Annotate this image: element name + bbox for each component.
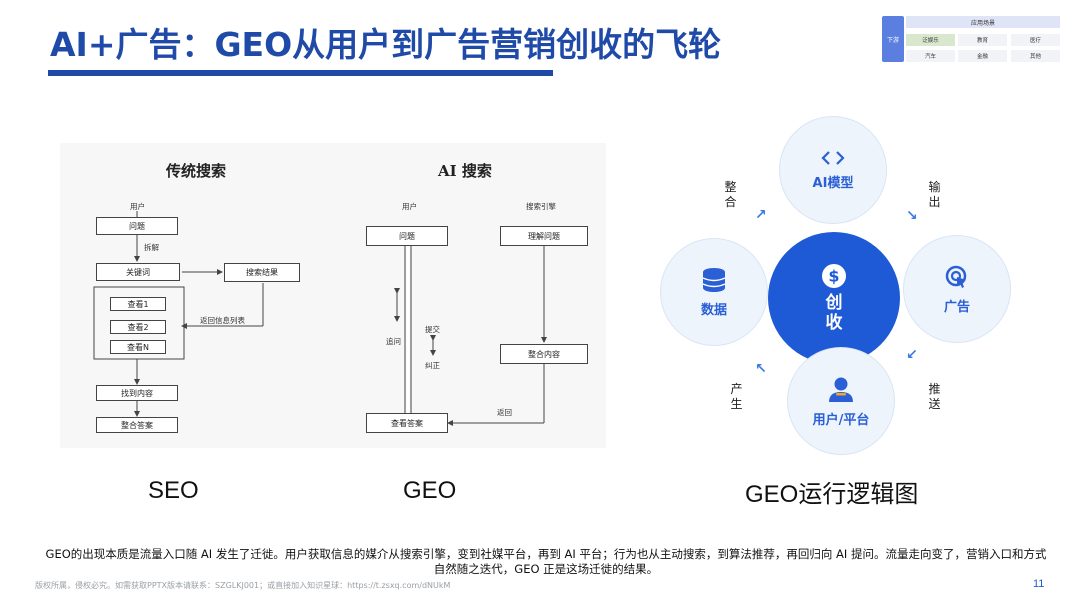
mini-nav-header: 应用场景	[906, 16, 1060, 28]
edge-push-label: 推送	[928, 382, 941, 411]
arrow-up-right-icon: ↗	[755, 206, 767, 222]
ts-view-box: 查看N	[110, 340, 166, 354]
caption-geo: GEO	[403, 477, 457, 504]
flywheel-node-data: 数据	[660, 238, 768, 346]
caption-seo: SEO	[148, 477, 199, 504]
user-platform-label: 用户/平台	[812, 412, 870, 428]
mini-nav-cell[interactable]: 其他	[1011, 50, 1060, 62]
ts-keyword-box: 关键词	[96, 263, 180, 281]
slide-title: AI+广告：GEO从用户到广告营销创收的飞轮	[50, 25, 722, 64]
ts-question-box: 问题	[96, 217, 178, 235]
arrow-down-left-icon: ↙	[906, 346, 918, 362]
mini-nav-cell[interactable]: 泛娱乐	[906, 34, 955, 46]
mini-nav-cell[interactable]: 医疗	[1011, 34, 1060, 46]
mini-nav-side-label[interactable]: 下游	[882, 16, 904, 62]
mini-nav-cell[interactable]: 金融	[958, 50, 1007, 62]
edge-output-label: 输出	[928, 180, 941, 209]
ai-integrate-box: 整合内容	[500, 344, 588, 364]
ts-user-label: 用户	[130, 202, 145, 211]
ads-label: 广告	[943, 299, 970, 315]
ts-view-box: 查看1	[110, 297, 166, 311]
ts-return-list-label: 返回信息列表	[200, 316, 245, 325]
flywheel-node-ads: 广告	[903, 235, 1011, 343]
title-underline	[48, 70, 553, 76]
caption-geo-logic: GEO运行逻辑图	[745, 481, 919, 508]
ai-engine-label: 搜索引擎	[526, 202, 556, 211]
arrow-down-right-icon: ↘	[906, 207, 918, 223]
flowchart-connectors	[93, 211, 547, 426]
data-label: 数据	[700, 302, 727, 318]
page-number: 11	[1033, 578, 1045, 590]
flywheel-node-ai-model: AI模型	[779, 116, 887, 224]
edge-produce-label: 产生	[730, 382, 743, 411]
traditional-search-title: 传统搜索	[166, 162, 227, 180]
ai-correct-label: 纠正	[425, 361, 440, 370]
edge-integrate-label: 整合	[724, 180, 737, 209]
ts-split-label: 拆解	[144, 243, 159, 252]
ai-question-box: 问题	[366, 226, 448, 246]
ai-search-title: AI 搜索	[438, 162, 492, 180]
dollar-icon: $	[822, 264, 846, 288]
flywheel-center: $ 创 收	[768, 232, 900, 364]
ts-integrate-answer-box: 整合答案	[96, 417, 178, 433]
ts-view-box: 查看2	[110, 320, 166, 334]
flywheel-node-user-platform: 用户/平台	[787, 347, 895, 455]
flowchart-image: 传统搜索 用户 问题 拆解 关键词 搜索结果 返回信息列表 查看1 查看2 查看…	[60, 143, 606, 448]
center-char: 创	[825, 293, 843, 313]
target-click-icon	[945, 265, 967, 288]
database-icon	[702, 267, 726, 292]
mini-nav-cell[interactable]: 汽车	[906, 50, 955, 62]
code-icon	[821, 150, 845, 165]
center-char: 收	[825, 313, 843, 333]
ai-follow-up-label: 追问	[386, 337, 401, 346]
svg-text:$: $	[828, 267, 839, 286]
copyright-footer: 版权所属，侵权必究。如需获取PPTX版本请联系：SZGLKJ001；或直接加入知…	[35, 581, 451, 590]
ts-find-content-box: 找到内容	[96, 385, 178, 401]
mini-nav-cell[interactable]: 教育	[958, 34, 1007, 46]
ai-return-label: 返回	[497, 408, 512, 417]
mini-nav: 下游 应用场景 泛娱乐 教育 医疗 汽车 金融 其他	[882, 16, 1062, 64]
arrow-up-left-icon: ↖	[755, 360, 767, 376]
ai-user-label: 用户	[402, 202, 417, 211]
ts-search-results-box: 搜索结果	[224, 263, 300, 282]
ai-submit-label: 提交	[425, 325, 440, 334]
ai-model-label: AI模型	[812, 175, 854, 191]
ai-view-answer-box: 查看答案	[366, 413, 448, 433]
slide-description: GEO的出现本质是流量入口随 AI 发生了迁徙。用户获取信息的媒介从搜索引擎，变…	[45, 547, 1047, 576]
ai-understand-box: 理解问题	[500, 226, 588, 246]
flywheel-center-label: 创 收	[825, 293, 843, 333]
user-icon	[829, 377, 853, 402]
